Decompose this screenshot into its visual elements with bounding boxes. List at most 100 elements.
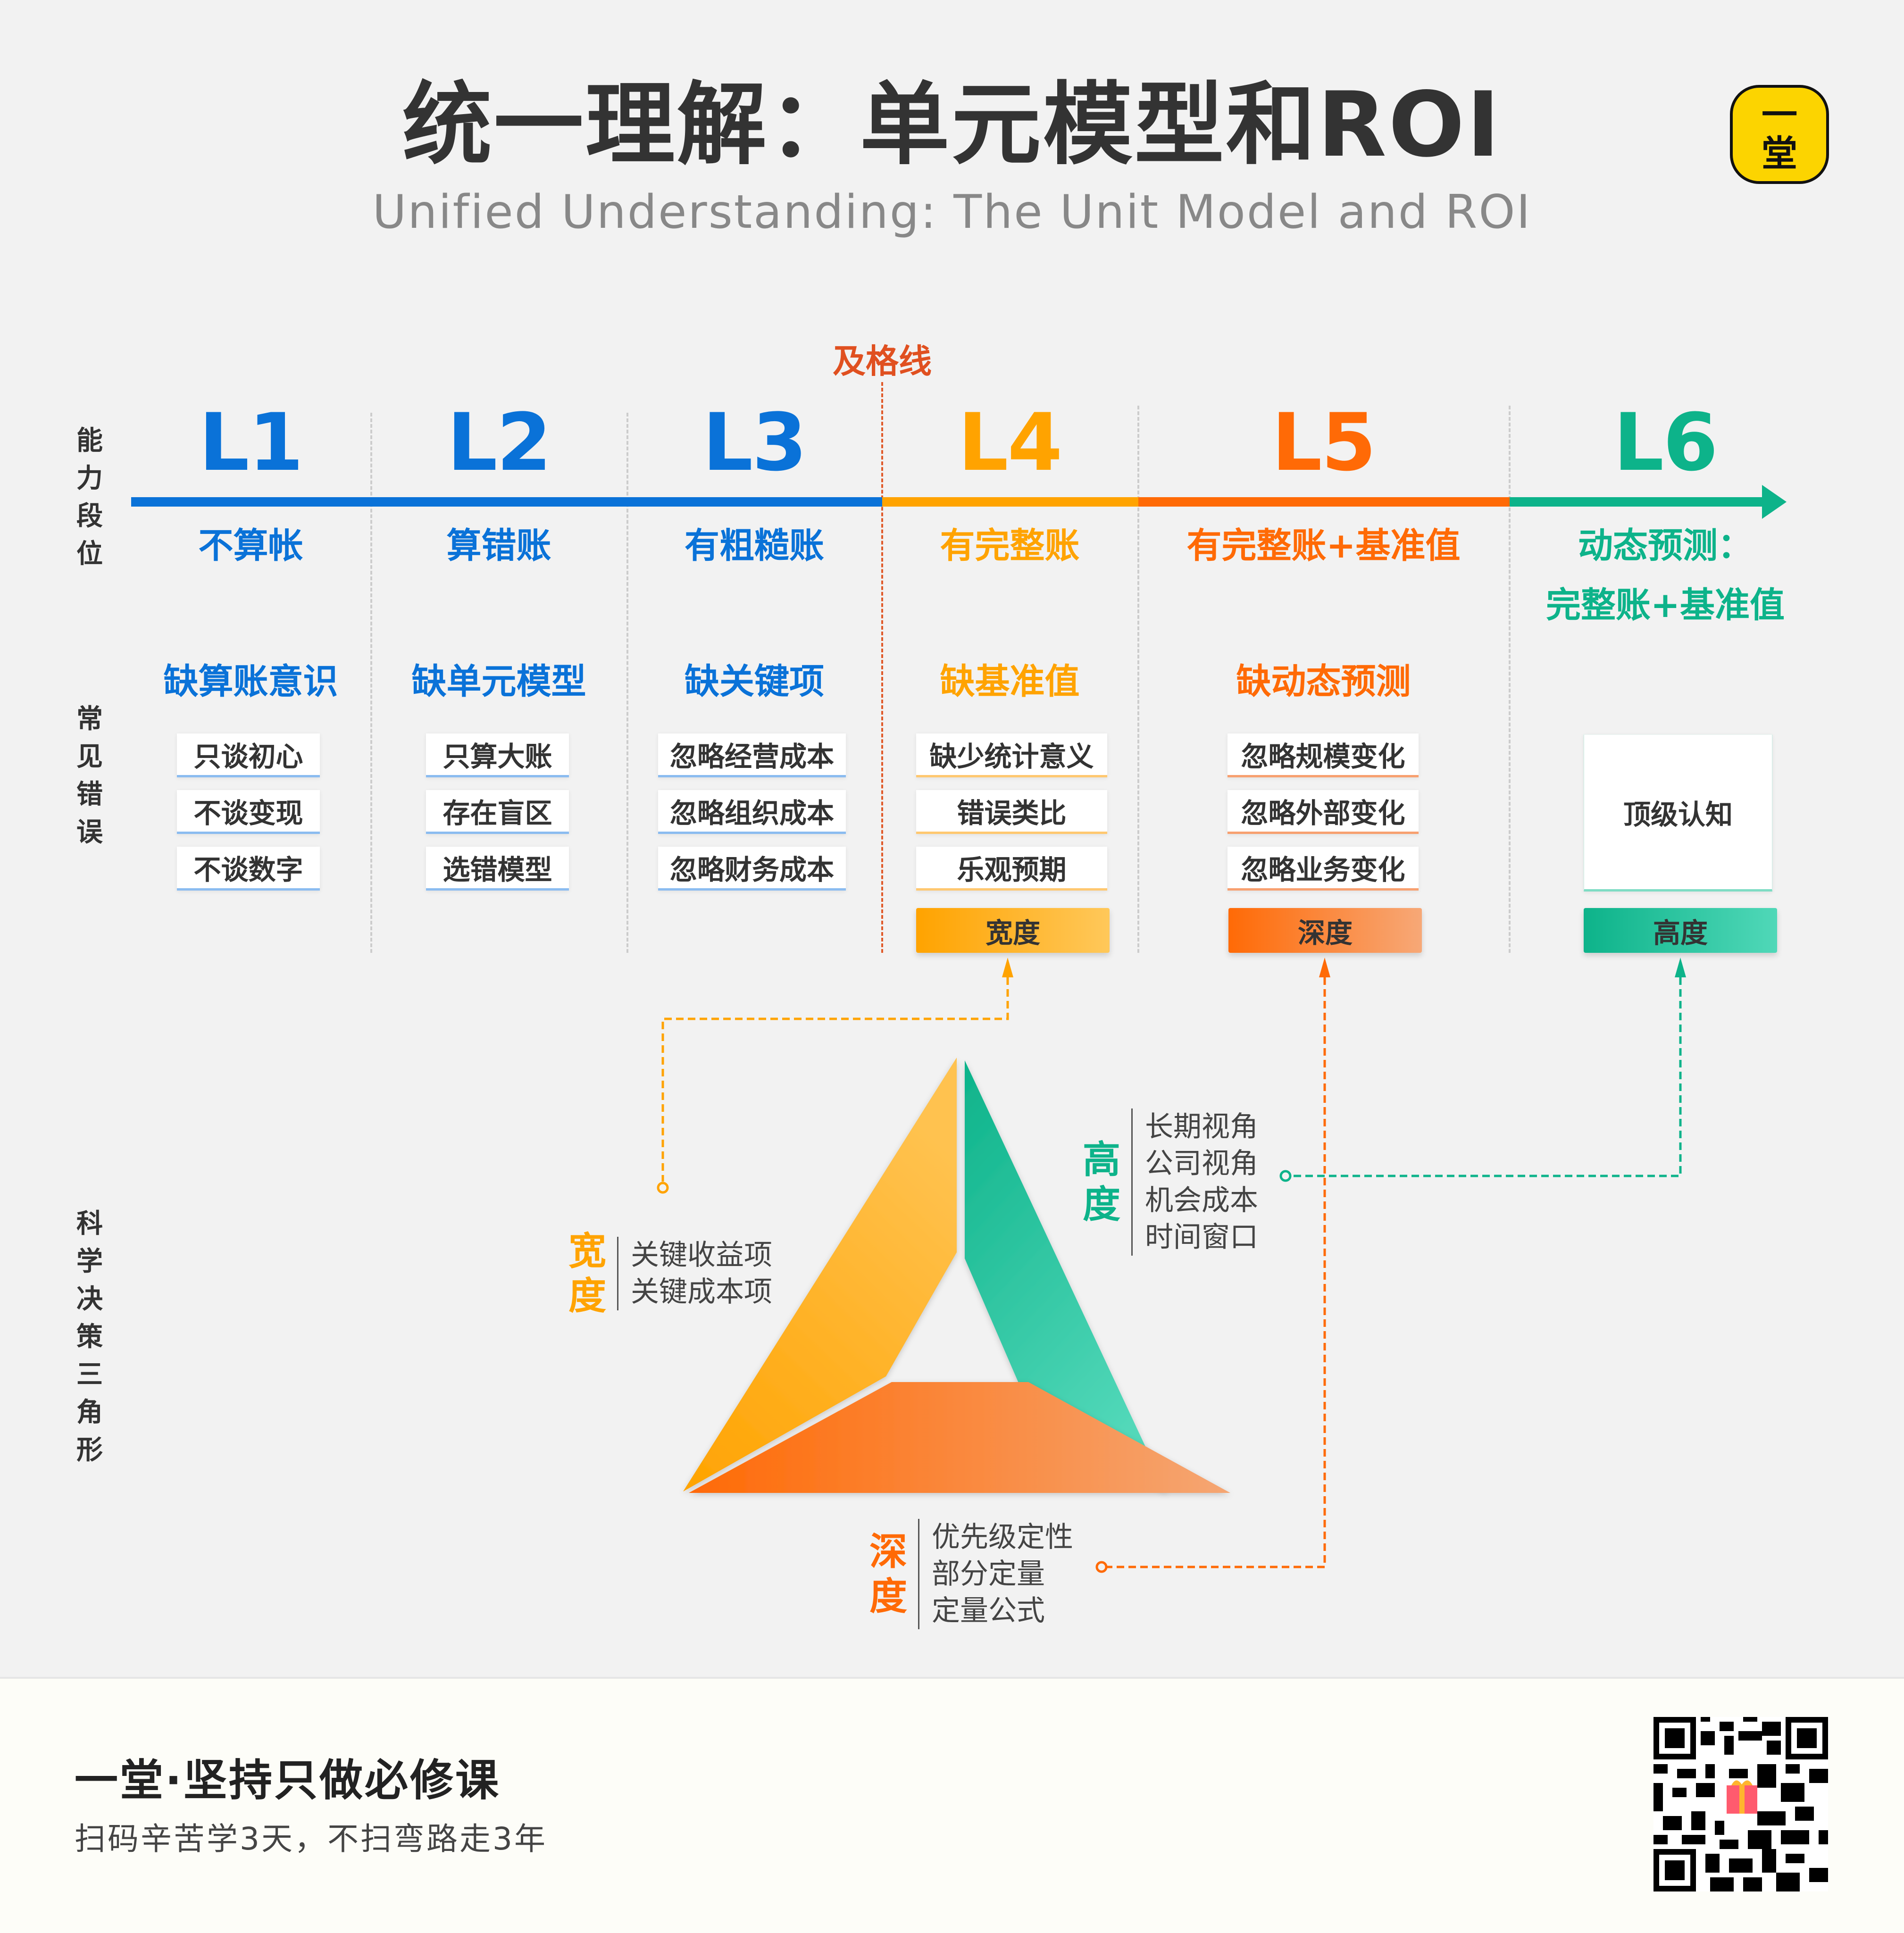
timeline-segment-blue <box>131 497 882 507</box>
side-char: 科 <box>76 1208 103 1239</box>
error-card: 不谈变现 <box>177 790 320 834</box>
footer <box>0 1677 1904 1933</box>
breadth-items: 关键收益项 关键成本项 <box>617 1237 772 1310</box>
arrow-right-icon <box>1762 485 1787 519</box>
lack-header-L2: 缺单元模型 <box>411 661 586 702</box>
error-card: 存在盲区 <box>426 790 569 834</box>
side-char: 错 <box>76 779 103 810</box>
side-char: 学 <box>76 1246 103 1277</box>
title-char: 高 <box>1083 1138 1120 1182</box>
depth-item: 定量公式 <box>932 1594 1045 1627</box>
title-char: 度 <box>568 1274 606 1318</box>
depth-item: 部分定量 <box>932 1558 1045 1591</box>
qr-code[interactable] <box>1653 1717 1828 1891</box>
error-card: 忽略规模变化 <box>1228 733 1419 777</box>
triangle-depth <box>689 1382 1230 1493</box>
error-card: 忽略业务变化 <box>1228 847 1419 891</box>
side-char: 形 <box>76 1435 103 1466</box>
error-card: 忽略经营成本 <box>658 733 846 777</box>
triangle-height <box>965 1060 1167 1493</box>
height-title: 高 度 <box>1080 1137 1123 1227</box>
column-divider <box>1137 406 1139 953</box>
side-char: 角 <box>76 1397 103 1428</box>
column-divider <box>626 413 628 953</box>
breadth-title: 宽 度 <box>566 1229 609 1318</box>
page-subtitle: Unified Understanding: The Unit Model an… <box>372 185 1532 239</box>
side-char: 段 <box>76 501 103 532</box>
height-label: 高 度 长期视角 公司视角 机会成本 时间窗口 <box>1080 1108 1258 1256</box>
tag-height: 高度 <box>1584 908 1777 953</box>
error-card: 只算大账 <box>426 733 569 777</box>
connector-height <box>1279 958 1686 1182</box>
connector-breadth <box>657 958 1013 1194</box>
lack-header-L4: 缺基准值 <box>940 661 1080 702</box>
error-card: 忽略组织成本 <box>658 790 846 834</box>
level-desc-L6-line1: 动态预测： <box>1578 525 1753 566</box>
depth-item: 优先级定性 <box>932 1521 1073 1554</box>
brand-logo: 一 堂 <box>1730 85 1829 184</box>
level-desc-L4: 有完整账 <box>940 525 1080 566</box>
level-L6: L6 <box>1613 396 1718 489</box>
height-items: 长期视角 公司视角 机会成本 时间窗口 <box>1131 1108 1258 1256</box>
qr-pattern <box>1653 1717 1828 1891</box>
side-char: 位 <box>76 539 103 569</box>
footer-title: 一堂·坚持只做必修课 <box>75 1755 501 1806</box>
logo-char-2: 堂 <box>1762 133 1797 175</box>
side-char: 力 <box>76 463 103 494</box>
lack-header-L1: 缺算账意识 <box>163 661 338 702</box>
footer-subtitle: 扫码辛苦学3天，不扫弯路走3年 <box>75 1821 547 1857</box>
side-label-errors: 常 见 错 误 <box>71 700 109 851</box>
title-char: 度 <box>1083 1183 1120 1226</box>
breadth-label: 宽 度 关键收益项 关键成本项 <box>566 1229 772 1318</box>
title-char: 度 <box>869 1575 907 1618</box>
tag-breadth: 宽度 <box>916 908 1110 953</box>
side-char: 决 <box>76 1284 103 1315</box>
title-char: 宽 <box>568 1229 606 1273</box>
passing-line <box>881 382 883 953</box>
error-card: 不谈数字 <box>177 847 320 891</box>
error-card: 乐观预期 <box>916 847 1107 891</box>
error-card: 只谈初心 <box>177 733 320 777</box>
side-char: 三 <box>76 1359 103 1390</box>
side-label-triangle: 科 学 决 策 三 角 形 <box>71 1205 109 1469</box>
triangle-diagram <box>657 958 1686 1573</box>
height-item: 长期视角 <box>1145 1110 1258 1143</box>
side-char: 误 <box>76 817 103 848</box>
gift-icon <box>1727 1780 1757 1814</box>
depth-label: 深 度 优先级定性 部分定量 定量公式 <box>867 1519 1073 1629</box>
timeline-segment-yellow <box>882 497 1138 507</box>
passing-line-label: 及格线 <box>833 342 932 381</box>
level-L1: L1 <box>199 396 304 489</box>
level-desc-L2: 算错账 <box>446 525 551 566</box>
title-char: 深 <box>869 1530 907 1574</box>
level-L3: L3 <box>702 396 807 489</box>
connector-depth <box>1095 958 1330 1573</box>
tag-depth: 深度 <box>1228 908 1422 953</box>
column-divider <box>1509 406 1511 953</box>
error-card: 忽略财务成本 <box>658 847 846 891</box>
lack-header-L5: 缺动态预测 <box>1236 661 1411 702</box>
depth-items: 优先级定性 部分定量 定量公式 <box>918 1519 1073 1629</box>
level-desc-L1: 不算帐 <box>198 525 303 566</box>
column-divider <box>370 413 372 953</box>
logo-char-1: 一 <box>1762 94 1797 136</box>
error-card: 选错模型 <box>426 847 569 891</box>
timeline-segment-green <box>1510 497 1764 507</box>
level-desc-L6-line2: 完整账+基准值 <box>1545 585 1785 625</box>
triangle-breadth <box>683 1058 957 1491</box>
breadth-item: 关键成本项 <box>631 1275 772 1308</box>
side-char: 见 <box>76 742 103 772</box>
summary-card: 顶级认知 <box>1584 734 1772 892</box>
page-title: 统一理解：单元模型和ROI <box>402 73 1502 177</box>
height-item: 公司视角 <box>1145 1147 1258 1180</box>
level-desc-L3: 有粗糙账 <box>685 525 824 566</box>
breadth-item: 关键收益项 <box>631 1239 772 1272</box>
level-L2: L2 <box>447 396 552 489</box>
side-char: 能 <box>76 425 103 456</box>
height-item: 时间窗口 <box>1145 1221 1258 1254</box>
level-L5: L5 <box>1271 396 1377 489</box>
timeline-segment-orange <box>1138 497 1510 507</box>
side-char: 策 <box>76 1322 103 1352</box>
height-item: 机会成本 <box>1145 1184 1258 1217</box>
side-label-ability: 能 力 段 位 <box>71 422 109 573</box>
